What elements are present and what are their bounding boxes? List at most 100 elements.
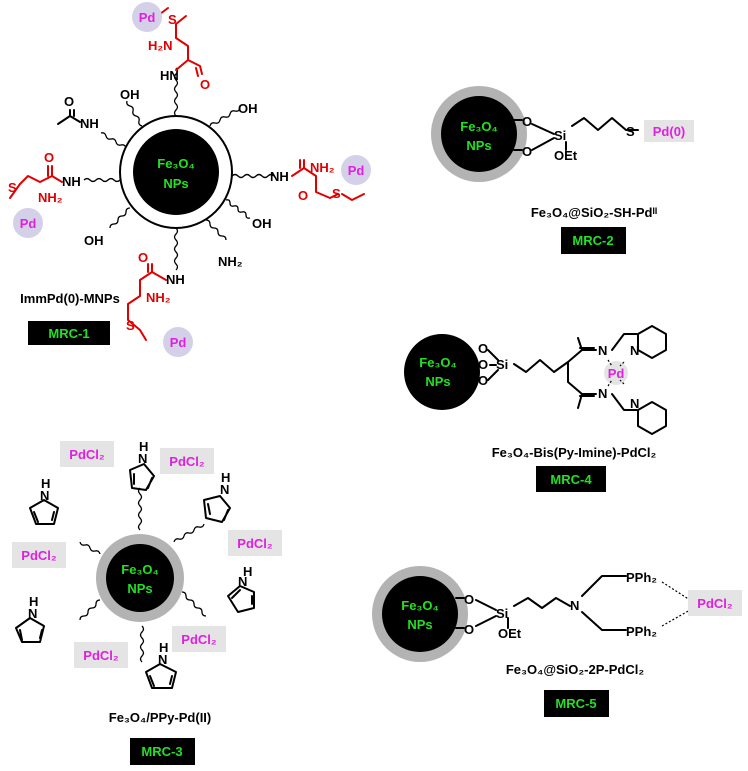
mrc-1-oh-top-left: OH (120, 87, 140, 102)
mrc-1-oh-top-right: OH (238, 101, 258, 116)
mrc-1-right-o: O (298, 188, 308, 203)
mrc-1-bottom-backbone (127, 263, 167, 341)
mrc-4-o-3: O (478, 373, 488, 388)
mrc-5-pd: PdCl₂ (697, 596, 733, 611)
mrc-3-tag-box (130, 738, 195, 765)
mrc-4-tag: MRC-4 (550, 472, 592, 487)
mrc-3-pd-box-1 (60, 441, 114, 467)
mrc-3-pd-box-6 (74, 642, 128, 668)
mrc-1-right-s: S (332, 186, 341, 201)
mrc-4-n-py-2: N (630, 396, 639, 411)
mrc-3-pd-box-5 (172, 626, 226, 652)
mrc-3-pyrrole-r-n: N (238, 574, 247, 589)
mrc-5-si: Si (496, 606, 508, 621)
mrc-2-core-line2: NPs (466, 138, 491, 153)
mrc-1-core (133, 129, 219, 215)
mrc-2-bonds (513, 117, 639, 151)
mrc-4-core-line2: NPs (425, 374, 450, 389)
mrc-3-pd-5: PdCl₂ (181, 632, 217, 647)
mrc-3-pd-box-4 (12, 542, 66, 568)
mrc-1-ligand-left: NH O NH₂ S Pd (8, 150, 81, 238)
mrc-1-right-nh2: NH₂ (310, 160, 335, 175)
mrc-1-left-nh: NH (62, 174, 81, 189)
mrc-3-pyrrole-ur-h: H (221, 470, 230, 485)
mrc-3-caption: Fe₃O₄/PPy-Pd(II) (109, 710, 212, 725)
mrc-1-left-nh2: NH₂ (38, 190, 63, 205)
mrc-1-ligand-right: NH O NH₂ S Pd (270, 155, 371, 203)
mrc-4-pd-bubble (604, 361, 628, 385)
mrc-5-tag: MRC-5 (555, 696, 596, 711)
mrc-1-linkers (83, 67, 275, 271)
mrc-3-pyrrole-upper-left: N H (29, 476, 59, 525)
mrc-3-tag: MRC-3 (141, 744, 182, 759)
mrc-1-top-s: S (168, 12, 177, 27)
mrc-4-o-2: O (478, 357, 488, 372)
mrc-3-core-line1: Fe₃O₄ (121, 562, 159, 577)
mrc-1-pd-bubble-right (341, 155, 371, 185)
mrc-3-pd-6: PdCl₂ (83, 648, 119, 663)
mrc-1-bottom-o: O (138, 250, 148, 265)
mrc-2-o-bottom: O (522, 144, 532, 159)
mrc-2-o-top: O (522, 114, 532, 129)
mrc-5-pd-box (688, 590, 742, 616)
mrc-3-pyrrole-top-n: N (138, 451, 147, 466)
mrc-1-core-line1: Fe₃O₄ (157, 156, 195, 171)
mrc-1-pd-right: Pd (348, 163, 365, 178)
mrc-5-oet: OEt (498, 626, 522, 641)
mrc-5-structure: Fe₃O₄ NPs O O Si OEt N PPh₂ PPh₂ PdCl₂ F… (372, 566, 742, 717)
mrc-2-caption: Fe₃O₄@SiO₂-SH-Pdᴵᴵ (531, 205, 657, 220)
mrc-1-top-h2n: H₂N (148, 38, 173, 53)
mrc-1-left-backbone (9, 165, 63, 199)
mrc-3-linkers (79, 487, 207, 663)
mrc-1-oh-bottom-right: OH (252, 216, 272, 231)
mrc-2-tag-box (561, 227, 626, 254)
mrc-2-pd-box (644, 120, 694, 142)
mrc-3-pyrrole-right: N H (227, 564, 255, 613)
mrc-5-pph2-top: PPh₂ (626, 570, 657, 585)
mrc-5-coordination-bonds (661, 581, 691, 627)
mrc-3-pyrrole-left: N H (15, 594, 45, 643)
mrc-4-pyridine-top (637, 325, 667, 359)
mrc-3-pd-2: PdCl₂ (169, 454, 205, 469)
mrc-3-pyrrole-b-h: H (159, 640, 168, 655)
mrc-1-bottom-nh: NH (166, 272, 185, 287)
mrc-1-ligand-bottom: NH O NH₂ S Pd (126, 250, 193, 357)
mrc-3-pd-box-2 (160, 448, 214, 474)
mrc-2-core-line1: Fe₃O₄ (460, 119, 498, 134)
mrc-1-pd-bubble-left (13, 208, 43, 238)
mrc-3-pyrrole-ul-h: H (41, 476, 50, 491)
mrc-1-structure: Fe₃O₄ NPs OH OH OH OH NH₂ NH O HN O H₂N … (8, 2, 371, 357)
mrc-1-tag: MRC-1 (48, 326, 89, 341)
mrc-3-core (106, 544, 174, 612)
mrc-1-top-o: O (200, 77, 210, 92)
mrc-5-core-line1: Fe₃O₄ (401, 598, 439, 613)
mrc-5-n: N (570, 598, 579, 613)
mrc-1-top-backbone (175, 15, 203, 77)
mrc-3-pd-box-3 (228, 530, 282, 556)
mrc-3-pyrrole-upper-right: N H (203, 470, 231, 523)
mrc-1-top-hn: HN (160, 68, 179, 83)
mrc-1-oh-bottom-left: OH (84, 233, 104, 248)
mrc-3-pyrrole-l-h: H (29, 594, 38, 609)
mrc-5-o-bottom: O (464, 622, 474, 637)
mrc-5-bonds (455, 575, 627, 631)
mrc-1-pd-left: Pd (20, 216, 37, 231)
mrc-3-pyrrole-r-h: H (243, 564, 252, 579)
mrc-4-n-imine-2: N (598, 386, 607, 401)
mrc-4-n-py-1: N (630, 343, 639, 358)
mrc-5-tag-box (544, 690, 609, 717)
mrc-4-bonds (487, 333, 639, 411)
mrc-1-left-s: S (8, 180, 17, 195)
mrc-3-pd-3: PdCl₂ (237, 536, 273, 551)
mrc-2-pd: Pd(0) (653, 124, 686, 139)
mrc-2-oet: OEt (554, 148, 578, 163)
mrc-1-bottom-nh2: NH₂ (146, 290, 171, 305)
mrc-3-pd-1: PdCl₂ (69, 447, 105, 462)
mrc-1-bottom-s: S (126, 318, 135, 333)
mrc-1-acetamide-o: O (64, 94, 74, 109)
mrc-3-pyrrole-bottom: N H (145, 640, 177, 689)
mrc-2-s: S (626, 124, 635, 139)
mrc-1-pd-bubble-top (132, 2, 162, 32)
mrc-1-tag-box (28, 321, 110, 345)
mrc-4-tag-box (536, 466, 606, 492)
